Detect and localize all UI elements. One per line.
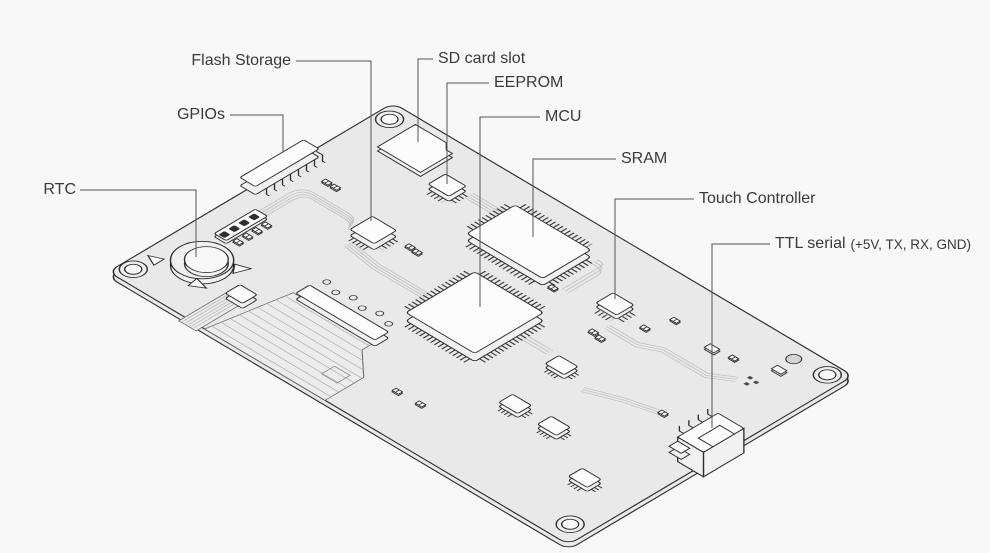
small-ic	[567, 468, 603, 494]
leader-lines	[80, 58, 770, 428]
leader-ttl-serial	[711, 243, 770, 428]
rtc-battery	[146, 240, 253, 289]
label-mcu: MCU	[545, 108, 582, 125]
led-strip	[214, 209, 274, 247]
leader-mcu	[479, 116, 540, 307]
leader-sram	[532, 158, 616, 237]
display-ribbon-connector	[178, 284, 257, 332]
leader-eeprom	[446, 82, 489, 184]
mcu-chip	[404, 270, 546, 363]
leader-rtc	[80, 189, 197, 257]
passive-components	[319, 178, 803, 419]
label-gpios: GPIOs	[176, 106, 225, 123]
test-pads	[322, 279, 394, 327]
label-sd-card-slot: SD card slot	[438, 50, 526, 67]
label-rtc: RTC	[43, 181, 76, 198]
pcb-traces	[254, 189, 739, 415]
ffc-connector	[203, 285, 389, 401]
label-ttl-serial: TTL serial (+5V, TX, RX, GND)	[775, 233, 971, 255]
label-ttl-serial-pins: (+5V, TX, RX, GND)	[850, 236, 971, 252]
sd-card-slot-part	[376, 123, 454, 178]
gpio-header	[240, 139, 331, 197]
leader-touch-controller	[614, 198, 694, 299]
small-ic	[497, 394, 533, 420]
leader-sd-card-slot	[417, 58, 433, 142]
label-flash-storage: Flash Storage	[191, 52, 291, 69]
small-ic	[543, 355, 580, 381]
ttl-serial-connector	[668, 408, 745, 478]
leader-gpios	[230, 114, 284, 152]
flash-chip	[348, 216, 399, 251]
label-touch-controller: Touch Controller	[699, 190, 816, 207]
label-ttl-serial-main: TTL serial	[775, 235, 846, 252]
small-ic	[536, 416, 572, 442]
leader-flash-storage	[296, 60, 372, 221]
label-eeprom: EEPROM	[494, 74, 564, 91]
sram-chip	[465, 203, 593, 287]
touch-controller-chip	[594, 292, 636, 323]
eeprom-chip	[426, 174, 468, 204]
label-sram: SRAM	[621, 150, 668, 167]
